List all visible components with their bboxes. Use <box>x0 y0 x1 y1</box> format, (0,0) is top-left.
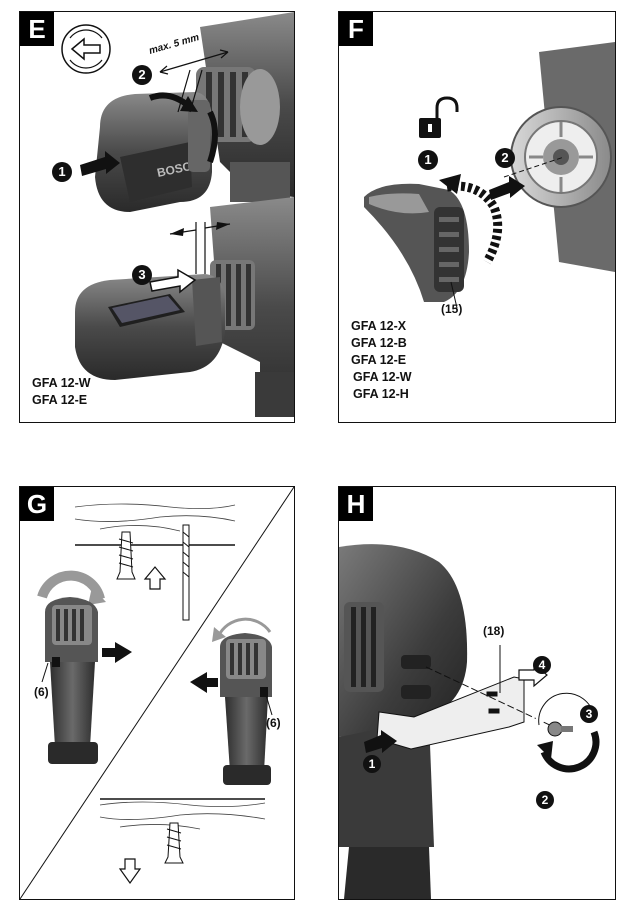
model-item: GFA 12-W <box>32 376 91 390</box>
down-arrow <box>118 858 142 885</box>
model-list-e: GFA 12-W GFA 12-E <box>32 375 91 409</box>
pull-arrow <box>80 151 120 176</box>
tool-body <box>339 544 468 899</box>
panel-e: E BOSCH <box>19 11 295 423</box>
model-item: GFA 12-W <box>353 370 412 384</box>
part-label-18: (18) <box>483 624 505 638</box>
push-arrow <box>149 268 197 294</box>
part-label-6-right: (6) <box>266 716 281 730</box>
model-list-f: GFA 12-X GFA 12-B GFA 12-E GFA 12-W GFA … <box>351 318 412 403</box>
step-1-label: 1 <box>424 152 432 167</box>
step-3-label: 3 <box>585 707 593 721</box>
angle-attachment-upper: BOSCH <box>95 92 212 212</box>
model-item: GFA 12-H <box>353 387 409 401</box>
part-label-15: (15) <box>441 302 463 316</box>
screw-bottom <box>164 822 184 864</box>
panel-g: G <box>19 486 295 900</box>
step-1-marker <box>52 162 72 182</box>
step-2-marker <box>132 65 152 85</box>
belt-clip <box>376 676 525 750</box>
step-1-label: 1 <box>368 757 376 771</box>
model-item: GFA 12-E <box>32 393 88 407</box>
panel-letter-g: G <box>20 487 54 521</box>
up-arrow <box>143 566 167 590</box>
attachment-part <box>364 183 469 302</box>
step-1-label: 1 <box>58 164 66 179</box>
illustration-h <box>339 544 600 899</box>
drill-left <box>37 570 106 764</box>
wood-board-top <box>74 503 236 546</box>
step-4-label: 4 <box>538 658 546 672</box>
wood-board-bottom <box>99 798 266 830</box>
pull-arrow <box>489 176 525 200</box>
push-arrow <box>364 730 397 753</box>
model-item: GFA 12-B <box>351 336 407 350</box>
panel-f: F <box>338 11 616 423</box>
step-3-marker <box>580 705 598 723</box>
rotation-direction-icon <box>61 24 111 74</box>
part-label-6-left: (6) <box>34 685 49 699</box>
screw <box>547 721 573 737</box>
diagonal-divider <box>20 487 294 899</box>
model-item: GFA 12-E <box>351 353 407 367</box>
step-3-label: 3 <box>138 267 146 282</box>
angle-attachment-lower <box>75 274 225 380</box>
step-2-marker <box>536 791 554 809</box>
drill-bit <box>182 524 190 621</box>
max-label: max. 5 mm <box>148 32 201 57</box>
push-arrow-left <box>102 642 132 663</box>
illustration-e: BOSCH max. 5 mm <box>52 12 294 417</box>
step-1-marker <box>363 755 381 773</box>
panel-letter-e: E <box>20 12 54 46</box>
step-1-marker <box>418 150 438 170</box>
step-2-label: 2 <box>138 67 146 82</box>
unlock-icon <box>419 96 459 138</box>
panel-letter-h: H <box>339 487 373 521</box>
panel-letter-f: F <box>339 12 373 46</box>
step-2-label: 2 <box>501 150 509 165</box>
push-arrow-right <box>190 672 218 693</box>
step-2-marker <box>495 148 515 168</box>
model-item: GFA 12-X <box>351 319 407 333</box>
panel-h: H <box>338 486 616 900</box>
tool-chuck <box>503 42 615 272</box>
max-distance-indicator <box>159 49 229 113</box>
illustration-g <box>20 487 294 899</box>
step-2-label: 2 <box>541 793 549 807</box>
step-4-marker <box>533 656 551 674</box>
drill-right <box>212 617 273 785</box>
illustration-f <box>364 42 615 309</box>
screw-top <box>116 531 136 580</box>
step-3-marker <box>132 265 152 285</box>
